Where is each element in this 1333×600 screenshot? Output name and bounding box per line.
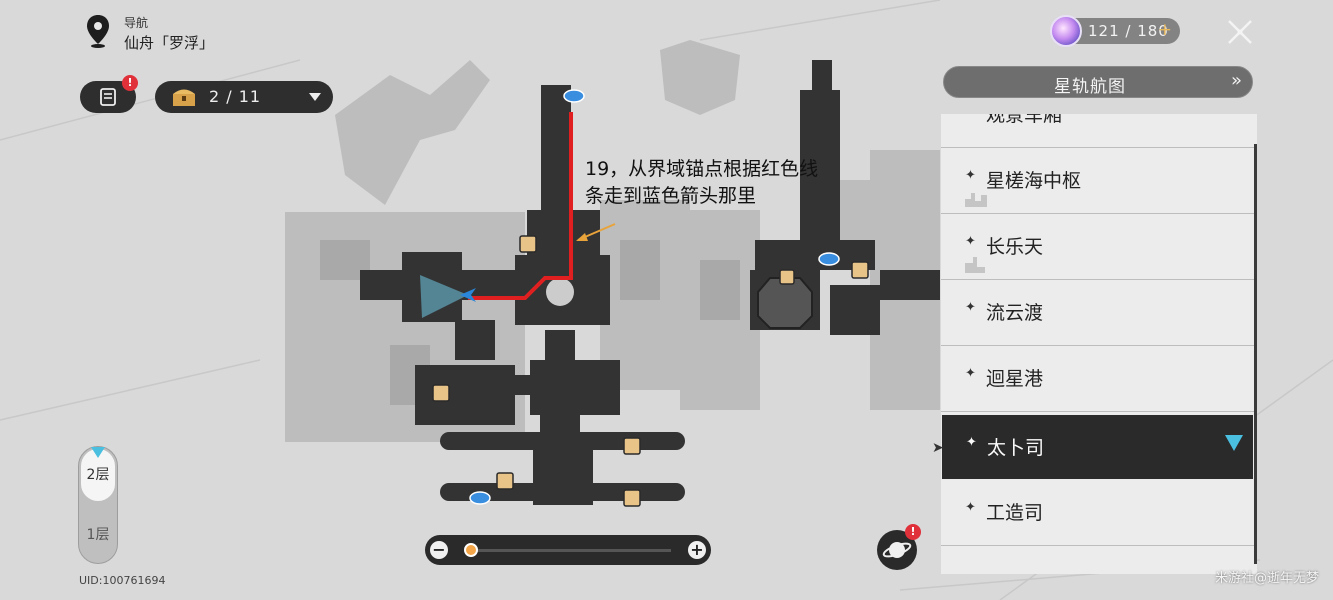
star-rail-map-label: 星轨航图 — [1054, 77, 1126, 97]
location-item[interactable]: ✦ 星槎海中枢 — [941, 148, 1254, 214]
location-item[interactable]: ✦ 流云渡 — [941, 280, 1254, 346]
add-stamina-button[interactable]: + — [1157, 20, 1172, 40]
player-view-cone — [420, 275, 468, 318]
mission-icon — [100, 88, 116, 106]
mission-log-button[interactable]: ! — [80, 75, 138, 113]
treasure-counter-dropdown[interactable]: 2 / 11 — [155, 81, 333, 113]
planet-icon — [882, 542, 912, 558]
player-arrow-icon — [460, 288, 476, 302]
star-icon: ✦ — [965, 366, 976, 381]
puzzle-icon — [623, 437, 641, 455]
stamina-value: 121 / 180 — [1088, 22, 1169, 40]
space-anchor-icon — [563, 89, 585, 103]
star-icon: ✦ — [965, 300, 976, 315]
puzzle-icon — [519, 235, 537, 253]
planet-alert-badge: ! — [905, 524, 921, 540]
puzzle-icon — [623, 489, 641, 507]
floor-selector[interactable]: 2层 1层 — [78, 446, 118, 564]
location-name: 长乐天 — [986, 236, 1044, 258]
puzzle-icon — [432, 384, 450, 402]
skyline-icon — [965, 193, 987, 207]
zoom-slider-thumb[interactable] — [464, 543, 479, 557]
trailblaze-power[interactable]: 121 / 180 + — [1050, 15, 1180, 47]
map-pin-icon — [87, 15, 109, 48]
location-item[interactable]: ✦ 长乐天 — [941, 214, 1254, 280]
skyline-icon — [965, 257, 985, 273]
current-region: 仙舟「罗浮」 — [124, 34, 215, 52]
close-icon[interactable] — [1224, 16, 1256, 48]
location-item[interactable]: ✦ 迴星港 — [941, 346, 1254, 412]
location-name: 观景车厢 — [986, 114, 1063, 126]
treasure-count: 2 / 11 — [209, 87, 262, 106]
puzzle-icon — [851, 261, 869, 279]
watermark: 米游社@逝年无梦 — [1214, 571, 1319, 586]
star-rail-map-button[interactable]: 星轨航图 » — [943, 66, 1253, 98]
location-item[interactable]: ✦ 工造司 — [941, 480, 1254, 546]
location-item[interactable]: ✦ 观景车厢 — [941, 114, 1254, 148]
selection-pointer-icon: ➤ — [932, 440, 944, 456]
stamina-orb-icon — [1050, 15, 1082, 47]
location-item-active[interactable]: ✦ 太卜司 — [941, 414, 1254, 480]
location-list[interactable]: ✦ 观景车厢 ✦ 星槎海中枢 ✦ 长乐天 ✦ 流云渡 ✦ 迴星港 ✦ 太卜司 ✦… — [941, 114, 1257, 574]
zoom-in-button[interactable]: + — [688, 541, 706, 559]
star-icon: ✦ — [965, 234, 976, 249]
star-icon: ✦ — [965, 168, 976, 183]
location-name: 迴星港 — [986, 368, 1044, 390]
location-name: 工造司 — [986, 502, 1044, 524]
space-anchor-icon — [469, 491, 491, 505]
puzzle-icon — [496, 472, 514, 490]
zoom-out-button[interactable]: − — [430, 541, 448, 559]
location-name: 太卜司 — [987, 437, 1045, 459]
space-anchor-icon — [818, 252, 840, 266]
star-icon: ✦ — [965, 114, 976, 117]
planet-button[interactable]: ! — [877, 524, 921, 570]
chevron-down-icon — [309, 93, 321, 101]
floor-2-button[interactable]: 2层 — [81, 449, 115, 501]
nav-label: 导航 — [124, 16, 149, 30]
star-icon: ✦ — [966, 435, 977, 450]
location-name: 流云渡 — [986, 302, 1044, 324]
current-floor-marker-icon — [91, 447, 105, 458]
location-name: 星槎海中枢 — [986, 170, 1082, 192]
star-icon: ✦ — [965, 500, 976, 515]
treasure-chest-icon — [173, 89, 195, 106]
floor-1-button[interactable]: 1层 — [86, 527, 110, 543]
current-location-marker-icon — [1225, 435, 1243, 451]
player-uid: UID:100761694 — [79, 574, 166, 587]
zoom-control[interactable]: − + — [425, 535, 711, 565]
guide-annotation: 19，从界域锚点根据红色线条走到蓝色箭头那里 — [585, 158, 819, 207]
zoom-slider-track[interactable] — [464, 543, 671, 557]
double-chevron-right-icon: » — [1230, 70, 1242, 91]
mission-alert-badge: ! — [122, 75, 138, 91]
puzzle-icon — [779, 269, 795, 285]
